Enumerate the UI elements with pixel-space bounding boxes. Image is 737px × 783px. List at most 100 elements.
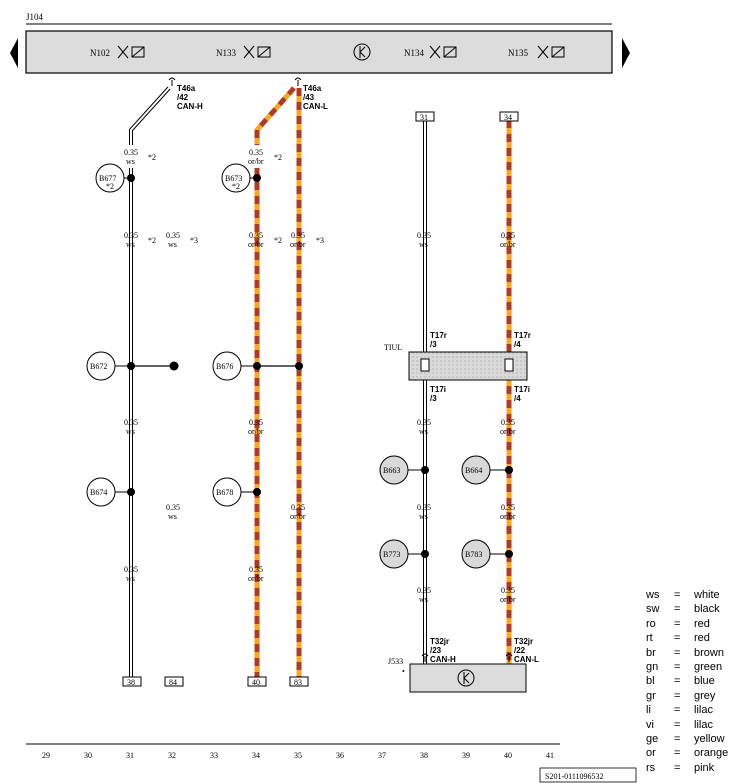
splice-b678[interactable]: B678 [212,477,261,507]
svg-text:or/br: or/br [500,240,516,249]
legend-row: gn=green [646,661,723,674]
svg-text:/3: /3 [430,340,437,349]
svg-text:*3: *3 [190,236,198,245]
splice-b663[interactable]: B663 [379,455,429,485]
svg-text:40: 40 [252,678,260,687]
splice-b673[interactable]: B673 *2 [221,163,261,193]
svg-text:•: • [402,667,405,676]
svg-text:83: 83 [294,678,302,687]
valve-icon [537,45,565,59]
svg-text:CAN-L: CAN-L [303,102,328,111]
svg-text:/43: /43 [303,93,315,102]
svg-text:B678: B678 [216,488,233,497]
junction-dot [169,361,179,371]
svg-text:84: 84 [169,678,177,687]
splice-b664[interactable]: B664 [461,455,513,485]
svg-text:32: 32 [168,751,176,760]
svg-text:0.35: 0.35 [417,231,431,240]
svg-text:T46a: T46a [303,84,322,93]
svg-text:0.35: 0.35 [124,148,138,157]
control-unit-label: J104 [26,12,44,22]
splice-b783[interactable]: B783 [461,539,513,569]
svg-text:ws: ws [126,240,135,249]
legend-row: vi=lilac [646,718,713,731]
svg-text:0.35: 0.35 [501,231,515,240]
splice-b773[interactable]: B773 [379,539,429,569]
svg-text:or/br: or/br [500,512,516,521]
svg-text:29: 29 [42,751,50,760]
svg-text:ws: ws [126,574,135,583]
svg-text:*3: *3 [316,236,324,245]
svg-text:T17i: T17i [430,385,446,394]
svg-text:/3: /3 [430,394,437,403]
wire-track-34 [254,86,296,677]
svg-text:0.35: 0.35 [124,565,138,574]
valve-icon [243,45,271,59]
svg-text:B663: B663 [383,466,400,475]
svg-text:0.35: 0.35 [124,418,138,427]
terminal-40: 40 [247,676,267,687]
svg-text:0.35: 0.35 [417,503,431,512]
svg-text:or/br: or/br [248,427,264,436]
svg-text:41: 41 [546,751,554,760]
terminal-38: 38 [122,676,142,687]
component-n133: N133 [216,45,271,59]
valve-icon [117,45,145,59]
svg-text:0.35: 0.35 [291,503,305,512]
splice-b677[interactable]: B677 *2 [95,163,135,193]
legend-row: gr=grey [646,689,716,702]
ground-symbol [353,43,371,61]
svg-text:or/br: or/br [248,157,264,166]
splice-b676[interactable]: B676 [212,351,303,381]
svg-text:ws: ws [126,427,135,436]
module-j533: J533 • T32jr /23 CAN-H T32jr /22 CAN-L [388,637,539,693]
legend-row: ws=white [646,589,720,601]
svg-text:T32jr: T32jr [430,637,449,646]
svg-text:or/br: or/br [290,240,306,249]
svg-text:CAN-L: CAN-L [514,655,539,664]
svg-text:40: 40 [504,751,512,760]
svg-text:B676: B676 [216,362,233,371]
svg-text:0.35: 0.35 [501,503,515,512]
svg-text:CAN-H: CAN-H [430,655,456,664]
svg-text:0.35: 0.35 [417,418,431,427]
splice-b674[interactable]: B674 [86,477,135,507]
document-code: S201-0111096532 [545,772,604,781]
svg-text:0.35: 0.35 [249,418,263,427]
scroll-right-arrow-icon[interactable] [622,38,630,68]
component-n135: N135 [508,45,565,59]
svg-text:T17r: T17r [514,331,531,340]
svg-text:*2: *2 [232,182,240,191]
svg-text:ws: ws [419,427,428,436]
legend-row: bl=blue [646,675,715,688]
svg-text:/22: /22 [514,646,526,655]
connector-can-h-top: T46a /42 CAN-H [168,77,203,111]
svg-text:T46a: T46a [177,84,196,93]
legend-row: br=brown [646,646,724,659]
legend-row: li=lilac [646,704,713,717]
connector-can-l-top: T46a /43 CAN-L [294,77,328,111]
legend-row: or=orange [646,747,729,760]
svg-text:or/br: or/br [290,512,306,521]
svg-text:*2: *2 [106,182,114,191]
svg-text:0.35: 0.35 [417,586,431,595]
scroll-left-arrow-icon[interactable] [10,38,18,68]
svg-text:TIUL: TIUL [384,343,402,352]
svg-text:CAN-H: CAN-H [177,102,203,111]
svg-text:ws: ws [419,595,428,604]
splice-b672[interactable]: B672 [86,351,135,381]
terminal-34-top: 34 [499,111,519,122]
svg-text:T17i: T17i [514,385,530,394]
svg-text:or/br: or/br [248,574,264,583]
svg-text:0.35: 0.35 [501,418,515,427]
svg-text:35: 35 [294,751,302,760]
wire-track-31 [129,86,171,677]
svg-text:0.35: 0.35 [291,231,305,240]
svg-text:or/br: or/br [500,427,516,436]
svg-text:B672: B672 [90,362,107,371]
svg-text:0.35: 0.35 [124,231,138,240]
svg-text:34: 34 [252,751,260,760]
svg-text:38: 38 [127,678,135,687]
svg-text:ws: ws [168,512,177,521]
